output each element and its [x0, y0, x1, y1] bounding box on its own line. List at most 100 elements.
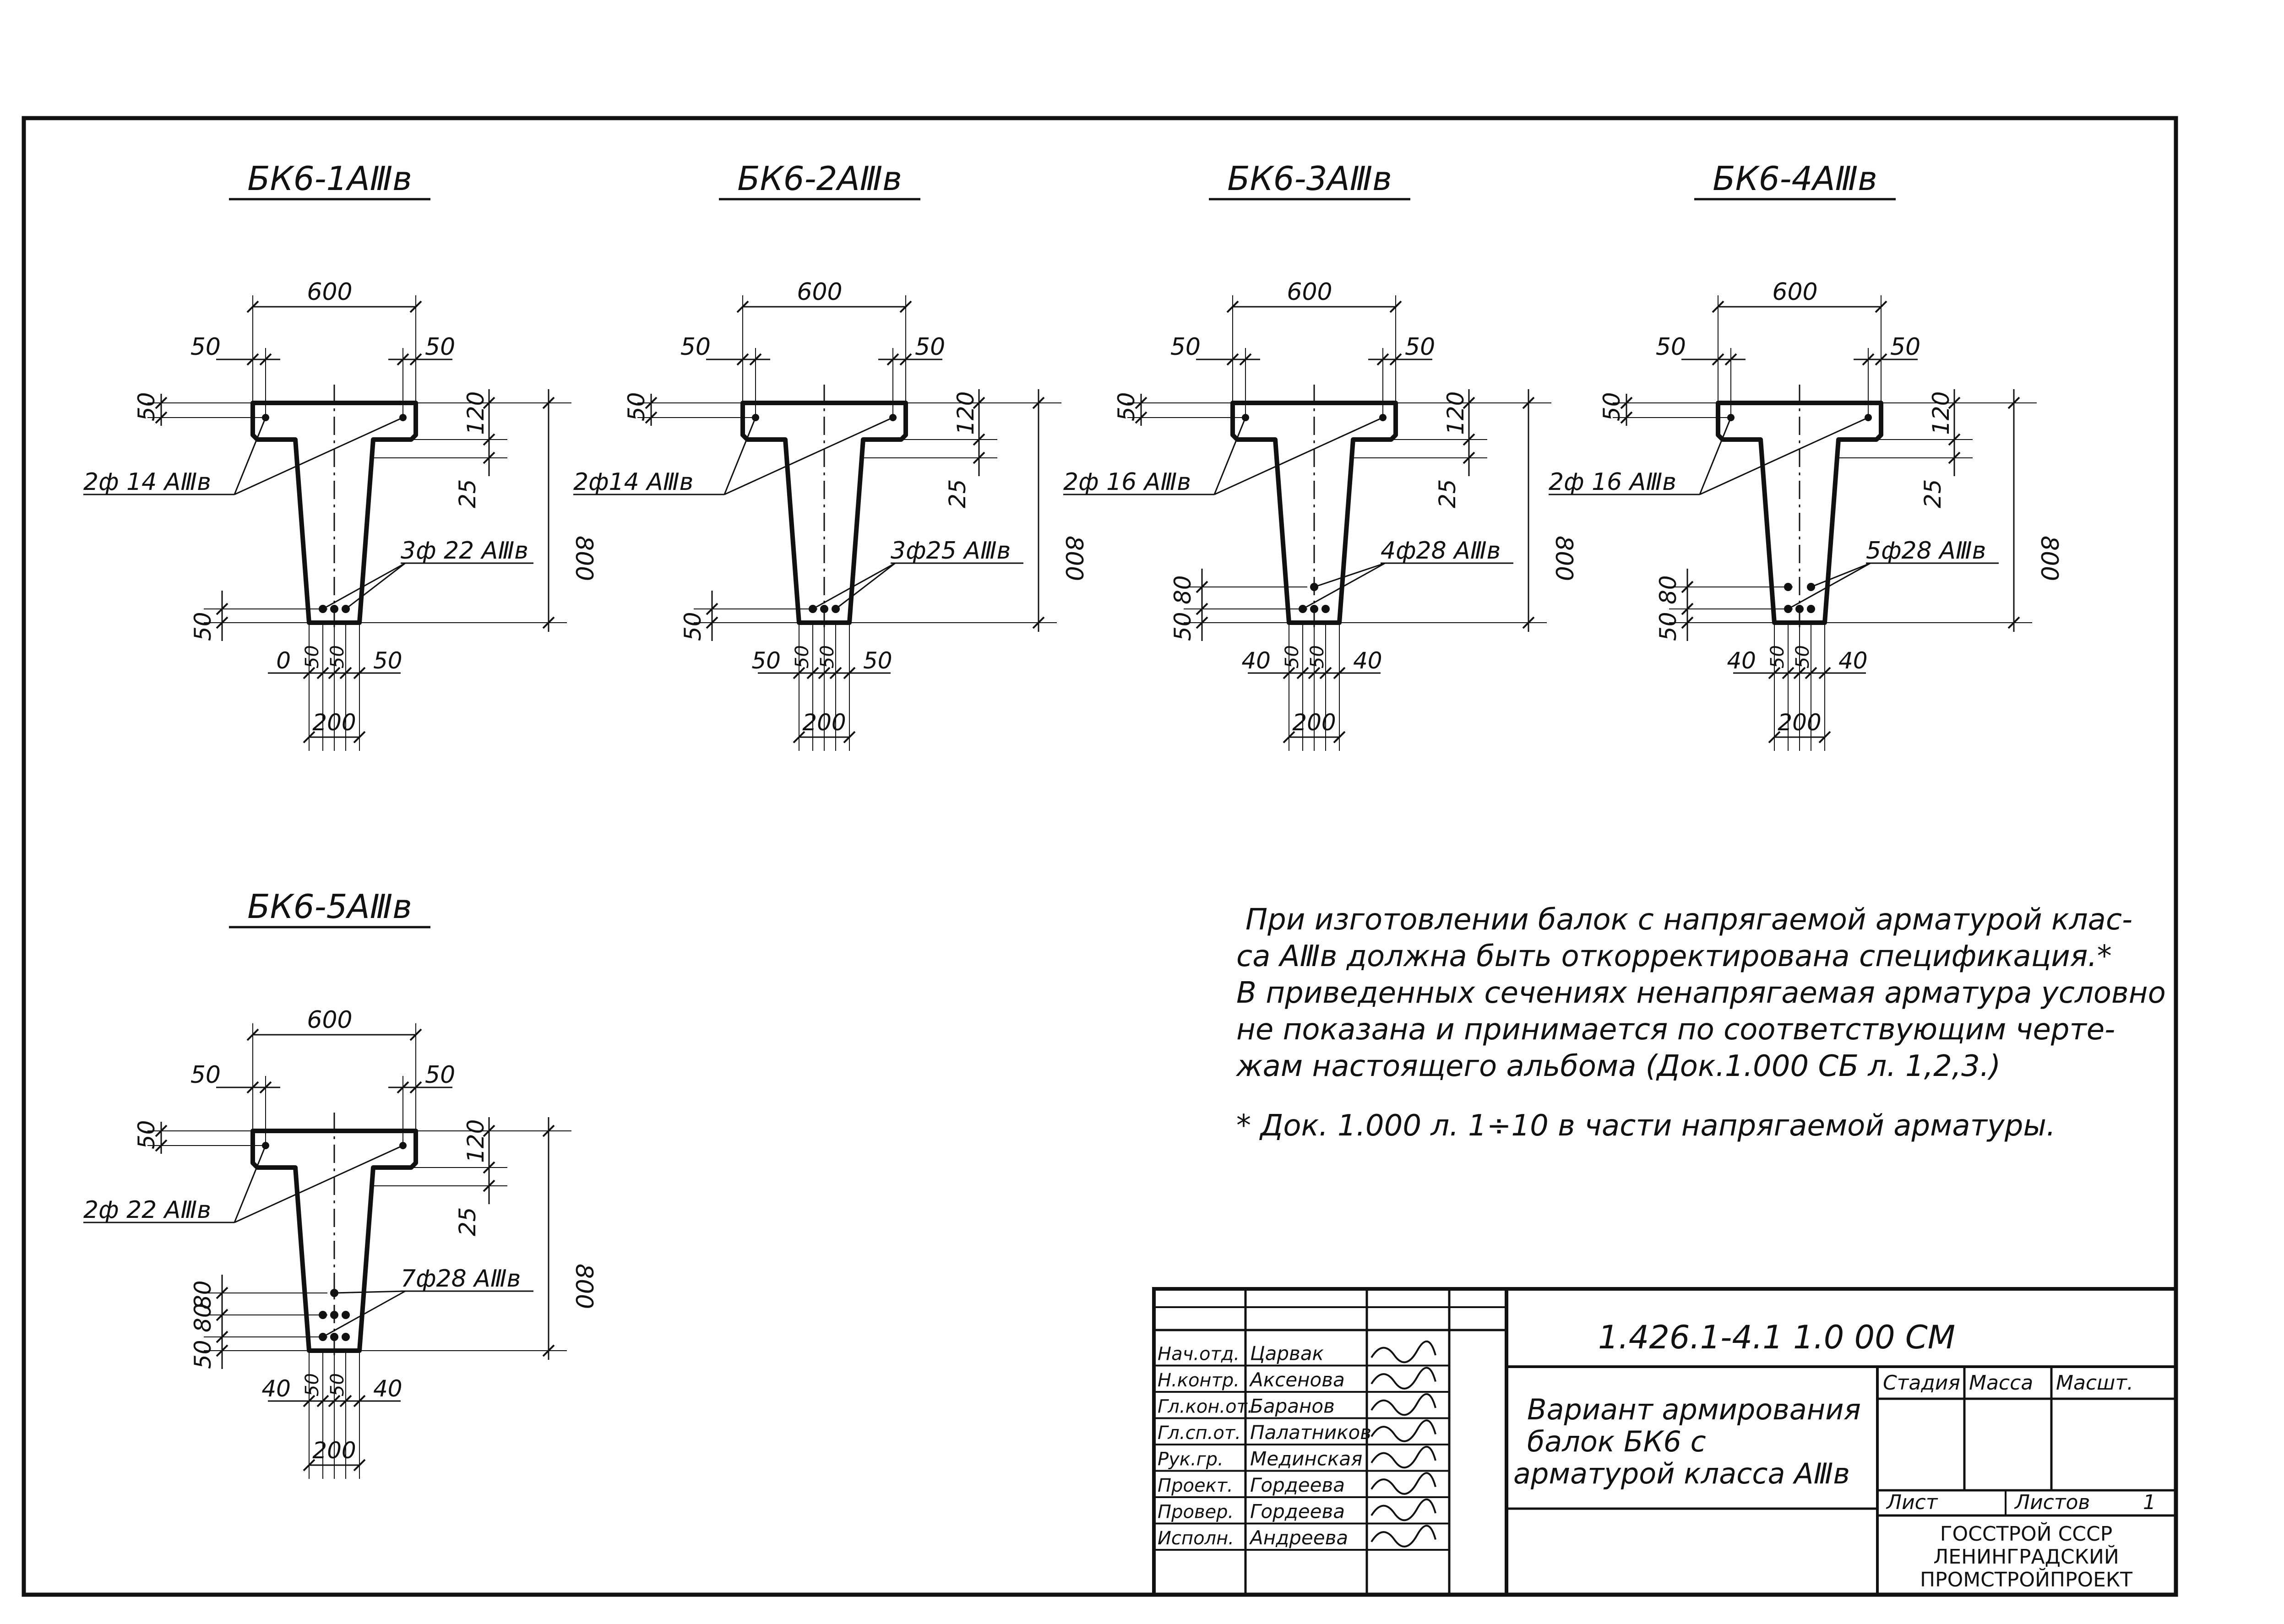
- dimension-tick: [316, 1395, 329, 1407]
- dimension-tick: [793, 731, 805, 744]
- leader-line: [234, 417, 403, 495]
- beam-title: БК6-5АⅢв: [247, 887, 412, 926]
- dim-bottom-b: 50: [327, 1373, 348, 1396]
- dim-bottom-b: 50: [1792, 645, 1813, 668]
- dimension-tick: [1463, 451, 1475, 464]
- bottom-rebar-bar: [1310, 605, 1318, 613]
- dimension-tick: [328, 667, 341, 679]
- dimension-tick: [645, 396, 658, 409]
- dim-bottom-cover: 50: [680, 612, 706, 641]
- dim-height: 800: [1550, 536, 1577, 581]
- dimension-tick: [353, 667, 366, 679]
- signature-role: Провер.: [1158, 1502, 1234, 1523]
- general-notes: При изготовлении балок с напрягаемой арм…: [1235, 903, 2166, 1143]
- dim-haunch: 25: [944, 479, 971, 508]
- dimension-tick: [1818, 667, 1831, 679]
- signature-name: Баранов: [1250, 1395, 1335, 1418]
- dimension-tick: [1196, 603, 1208, 615]
- bottom-rebar-label: 3ф 22 АⅢв: [401, 537, 528, 565]
- dimension-tick: [843, 667, 856, 679]
- dim-bottom-left: 50: [751, 647, 781, 674]
- signature-role: Гл.сп.от.: [1158, 1423, 1241, 1444]
- dimension-tick: [899, 353, 912, 366]
- dimension-tick: [706, 603, 718, 615]
- dimension-tick: [397, 1081, 409, 1094]
- dimension-tick: [806, 667, 819, 679]
- dimension-tick: [216, 1344, 228, 1357]
- dimension-tick: [1296, 667, 1309, 679]
- dimension-tick: [397, 353, 409, 366]
- leader-line: [1214, 417, 1383, 495]
- dim-bottom-right: 50: [373, 647, 402, 674]
- dimension-tick: [216, 1309, 228, 1321]
- dimension-tick: [246, 1081, 259, 1094]
- dim-width-top: 600: [1772, 278, 1817, 306]
- bottom-rebar-bar: [330, 1311, 338, 1319]
- dim-flange-side: 50: [623, 392, 650, 421]
- signature-row: Проект.Гордеева: [1154, 1472, 1449, 1498]
- signature-row: Гл.сп.от.Палатников: [1154, 1419, 1449, 1445]
- dimension-tick: [259, 353, 272, 366]
- dimension-tick: [483, 396, 495, 409]
- dim-bottom-cover: 50: [190, 612, 216, 641]
- dimension-tick: [1681, 603, 1694, 615]
- dimension-tick: [1768, 667, 1781, 679]
- signature-role: Проект.: [1158, 1475, 1233, 1496]
- bottom-rebar-label: 3ф25 АⅢв: [891, 537, 1011, 565]
- dimension-tick: [353, 731, 366, 744]
- dim-offset-right: 50: [425, 333, 455, 361]
- dimension-tick: [1135, 396, 1147, 409]
- signature-name: Андреева: [1249, 1526, 1348, 1549]
- dimension-tick: [1196, 616, 1208, 629]
- dimension-tick: [216, 616, 228, 629]
- dim-height: 800: [570, 536, 598, 581]
- dim-bottom-a: 50: [792, 645, 813, 668]
- dim-bottom-b: 50: [327, 645, 348, 668]
- dim-bottom-right: 40: [373, 1375, 402, 1402]
- dimension-tick: [749, 353, 762, 366]
- leader-line: [1811, 562, 1871, 588]
- dimension-tick: [1032, 396, 1045, 409]
- dim-haunch: 25: [1920, 479, 1946, 508]
- dim-bottom-right: 50: [863, 647, 892, 674]
- dimension-tick: [1389, 353, 1402, 366]
- leader-line: [724, 417, 893, 495]
- dimension-tick: [899, 300, 912, 313]
- signature-rows: Нач.отд.ЦарвакН.контр.АксеноваГл.кон.от.…: [1154, 1341, 1449, 1551]
- dim-web-width: 200: [802, 709, 846, 736]
- leader-line: [1788, 562, 1871, 610]
- dimension-tick: [216, 1287, 228, 1299]
- leader-line: [1699, 417, 1732, 495]
- dimension-tick: [1620, 411, 1633, 424]
- dim-offset-right: 50: [1890, 333, 1920, 361]
- dim-offset-left: 50: [1170, 333, 1201, 361]
- footnote: * Док. 1.000 л. 1÷10 в части напрягаемой…: [1236, 1109, 2056, 1143]
- note-line-1: При изготовлении балок с напрягаемой арм…: [1245, 903, 2132, 937]
- dimension-tick: [542, 396, 555, 409]
- dimension-tick: [155, 1124, 168, 1137]
- dim-web-width: 200: [312, 709, 356, 736]
- dimension-tick: [1463, 433, 1475, 446]
- dimension-tick: [155, 396, 168, 409]
- leader-line: [1699, 417, 1869, 495]
- bottom-rebar-bar: [330, 1333, 338, 1341]
- signature-role: Нач.отд.: [1158, 1344, 1240, 1365]
- dimension-tick: [246, 353, 259, 366]
- dimension-tick: [353, 1395, 366, 1407]
- leader-line: [345, 562, 406, 610]
- dim-row-gap-2: 80: [190, 1280, 216, 1309]
- dim-bottom-a: 50: [302, 645, 323, 668]
- top-rebar-label: 2ф 16 АⅢв: [1063, 468, 1191, 496]
- bottom-rebar-label: 5ф28 АⅢв: [1866, 537, 1986, 565]
- dimension-tick: [303, 731, 315, 744]
- dim-width-top: 600: [307, 1006, 352, 1034]
- dim-bottom-a: 50: [1767, 645, 1788, 668]
- dimension-tick: [1239, 353, 1252, 366]
- handwritten-signature: [1370, 1367, 1436, 1390]
- dim-offset-left: 50: [190, 1061, 221, 1089]
- handwritten-signature: [1370, 1419, 1436, 1442]
